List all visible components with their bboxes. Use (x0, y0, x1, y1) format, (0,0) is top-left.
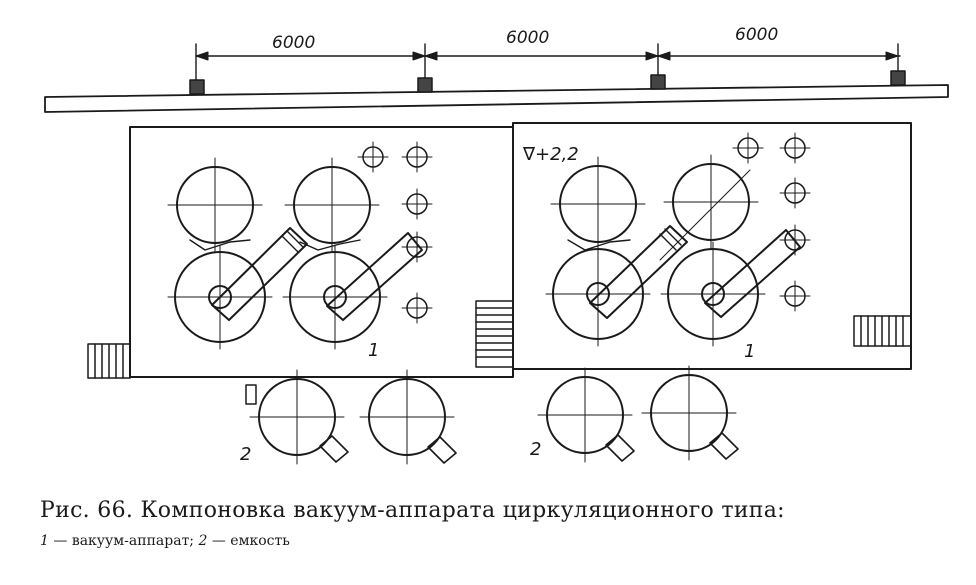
circulation-pipe (704, 229, 801, 318)
apparatus-label-right: 1 (744, 341, 755, 362)
stair-left (87, 343, 131, 379)
figure-legend: 1 — вакуум-аппарат; 2 — емкость (40, 533, 290, 549)
level-mark: ∇+2,2 (522, 144, 579, 165)
figure-caption: Рис. 66. Компоновка вакуум-аппарата цирк… (40, 498, 785, 523)
tank-label-left: 2 (240, 444, 251, 465)
small-fitting (245, 384, 257, 405)
vacuum-apparatus-right: 1 (545, 132, 811, 362)
column (417, 77, 433, 93)
legend-num-2: 2 (198, 533, 208, 549)
dimension-label-3: 6000 (735, 25, 778, 45)
vacuum-apparatus-left: 1 (167, 141, 433, 361)
dimension-label-1: 6000 (272, 33, 315, 53)
nozzle-markers (357, 141, 433, 324)
legend-num-1: 1 (40, 533, 49, 549)
column (890, 70, 906, 86)
apparatus-label-left: 1 (368, 340, 379, 361)
column (189, 79, 205, 95)
circulation-pipe (589, 225, 688, 319)
rail-beam (44, 84, 949, 113)
dimension-label-2: 6000 (506, 28, 549, 48)
building-columns (189, 70, 906, 95)
legend-text-1: — вакуум-аппарат; (53, 533, 195, 549)
circulation-pipe (326, 232, 423, 321)
dimension-chain: 6000 6000 6000 (195, 25, 901, 83)
column (650, 74, 666, 90)
platform-right (512, 122, 912, 370)
nozzle-markers (732, 132, 811, 312)
stair-middle (475, 300, 514, 368)
stair-right (853, 315, 912, 347)
tanks-row: 2 2 (240, 365, 739, 465)
legend-text-2: — емкость (211, 533, 290, 549)
tank-label-right: 2 (530, 439, 541, 460)
circulation-pipe (211, 227, 308, 321)
